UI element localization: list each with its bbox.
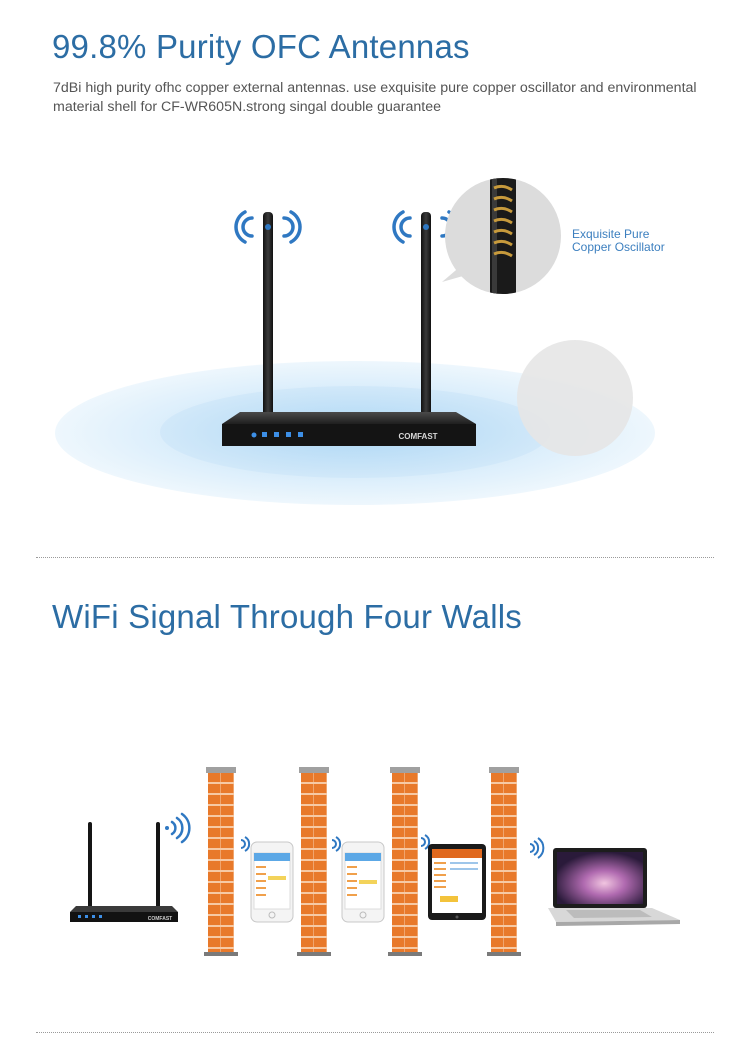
- wall-cap-2: [299, 767, 329, 773]
- phone-1: [240, 836, 294, 923]
- laptop: [529, 837, 680, 926]
- brick-wall-1: [208, 773, 234, 953]
- brick-wall-3: [392, 773, 418, 953]
- router-body: COMFAST: [222, 412, 476, 446]
- left-antenna: [263, 212, 273, 420]
- wall-cap-4: [489, 767, 519, 773]
- copper-oscillator-callout: Exquisite Pure Copper Oscillator: [572, 228, 665, 254]
- brick-wall-4: [491, 773, 517, 953]
- wall-base-3: [388, 952, 422, 956]
- router-wifi-icon: [165, 812, 191, 844]
- section-title-walls: WiFi Signal Through Four Walls: [52, 598, 522, 635]
- devices-layer: COMFAST: [70, 812, 680, 926]
- router-brand-logo: COMFAST: [398, 432, 437, 441]
- small-router: COMFAST: [70, 822, 178, 922]
- wall-base-2: [297, 952, 331, 956]
- brick-wall-2: [301, 773, 327, 953]
- section-divider-top: [36, 557, 714, 558]
- antenna-description: 7dBi high purity ofhc copper external an…: [53, 80, 697, 115]
- wall-base-4: [487, 952, 521, 956]
- callout-line-2: Copper Oscillator: [572, 240, 665, 254]
- phone-2: [331, 836, 385, 923]
- small-router-brand: COMFAST: [148, 916, 172, 922]
- wall-base-1: [204, 952, 238, 956]
- section-divider-bottom: [36, 1032, 714, 1033]
- zoom-indicator-circle: [517, 340, 633, 456]
- callout-line-1: Exquisite Pure: [572, 227, 650, 241]
- right-antenna: [421, 212, 431, 420]
- walls-illustration: COMFAST: [0, 740, 750, 980]
- section-title-antennas: 99.8% Purity OFC Antennas: [52, 28, 470, 65]
- tablet: [420, 834, 486, 920]
- copper-oscillator-zoom: [442, 178, 561, 294]
- wall-cap-1: [206, 767, 236, 773]
- wall-cap-3: [390, 767, 420, 773]
- wifi-signal-icon-left: [234, 210, 302, 244]
- router-antenna-illustration: COMFAST: [55, 178, 655, 505]
